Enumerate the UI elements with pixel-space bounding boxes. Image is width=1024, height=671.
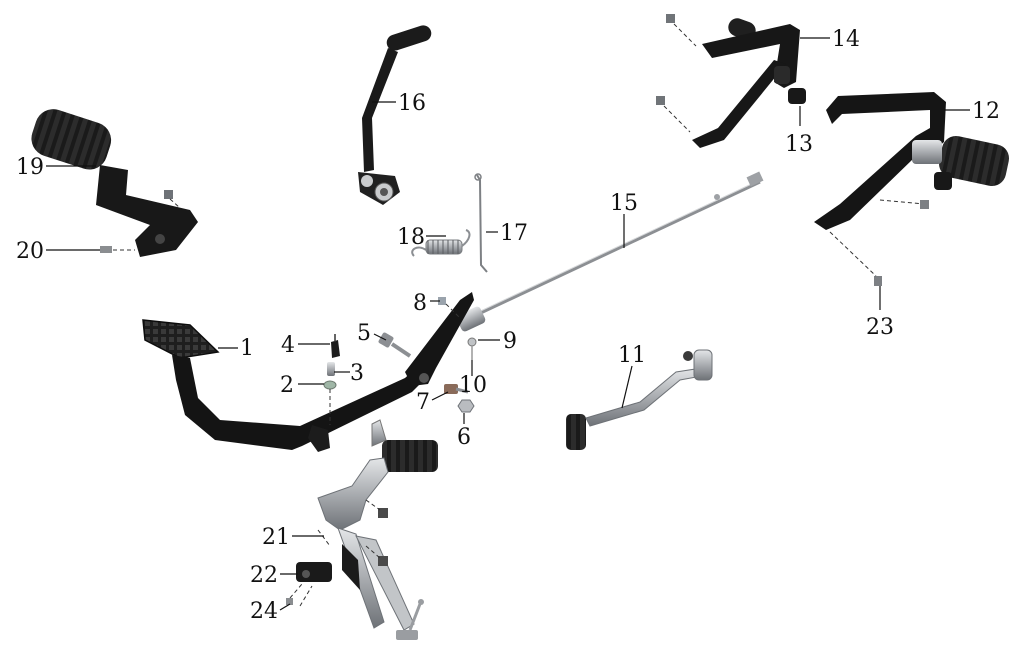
part-16-kickstart-lever: [358, 25, 432, 205]
part-7-bolt: [444, 384, 469, 394]
part-13-rubber: [788, 88, 806, 104]
part-24-screws: [286, 583, 313, 607]
callout-12: 12: [972, 99, 1000, 124]
part-23-bolt: [829, 199, 929, 286]
callout-19: 19: [16, 155, 44, 180]
part-14-footrest-bracket: [692, 18, 800, 148]
bolt-top-14: [666, 14, 697, 47]
part-18-spring: [411, 229, 471, 257]
callout-11: 11: [618, 343, 646, 368]
part-8-screw: [438, 297, 461, 319]
callout-2: 2: [280, 373, 294, 398]
sidestand-assembly: [317, 419, 438, 640]
callout-10: 10: [459, 373, 487, 398]
part-12-footrest-bracket: [814, 92, 1010, 230]
part-1-brake-pedal: [142, 292, 474, 452]
part-19-footrest-left: [31, 109, 198, 257]
callout-16: 16: [398, 91, 426, 116]
callout-22: 22: [250, 563, 278, 588]
callout-20: 20: [16, 239, 44, 264]
part-20-bolt: [100, 246, 135, 253]
callout-23: 23: [866, 315, 894, 340]
callout-numbers: 1 2 3 4 5 6 7 8 9 10 11 12 13 14 15 16 1…: [16, 27, 1000, 624]
part-4-spring-clip: [331, 334, 340, 358]
callout-6: 6: [457, 425, 471, 450]
callout-9: 9: [503, 329, 517, 354]
leader-lines: [46, 37, 970, 611]
callout-13: 13: [785, 132, 813, 157]
part-2-washer: [323, 380, 337, 425]
callout-21: 21: [262, 525, 290, 550]
callout-17: 17: [500, 221, 528, 246]
part-22-switch: [296, 562, 332, 582]
callout-5: 5: [357, 321, 371, 346]
part-5-bolt: [378, 332, 412, 358]
callout-15: 15: [610, 191, 638, 216]
callout-24: 24: [250, 599, 278, 624]
callout-8: 8: [413, 291, 427, 316]
callout-1: 1: [240, 336, 254, 361]
callout-14: 14: [832, 27, 860, 52]
part-6-nut: [457, 399, 475, 413]
sidestand-bolts: [317, 499, 388, 566]
bolt-mid-14: [656, 96, 691, 133]
callout-18: 18: [397, 225, 425, 250]
callout-7: 7: [416, 390, 430, 415]
callout-3: 3: [350, 361, 364, 386]
part-11-gear-shift-lever: [566, 349, 713, 450]
part-9-pin: [467, 337, 477, 360]
part-3-pin: [327, 362, 335, 376]
small-bolt-upper-19: [164, 190, 181, 209]
callout-4: 4: [281, 333, 295, 358]
part-17-rod: [474, 173, 488, 273]
